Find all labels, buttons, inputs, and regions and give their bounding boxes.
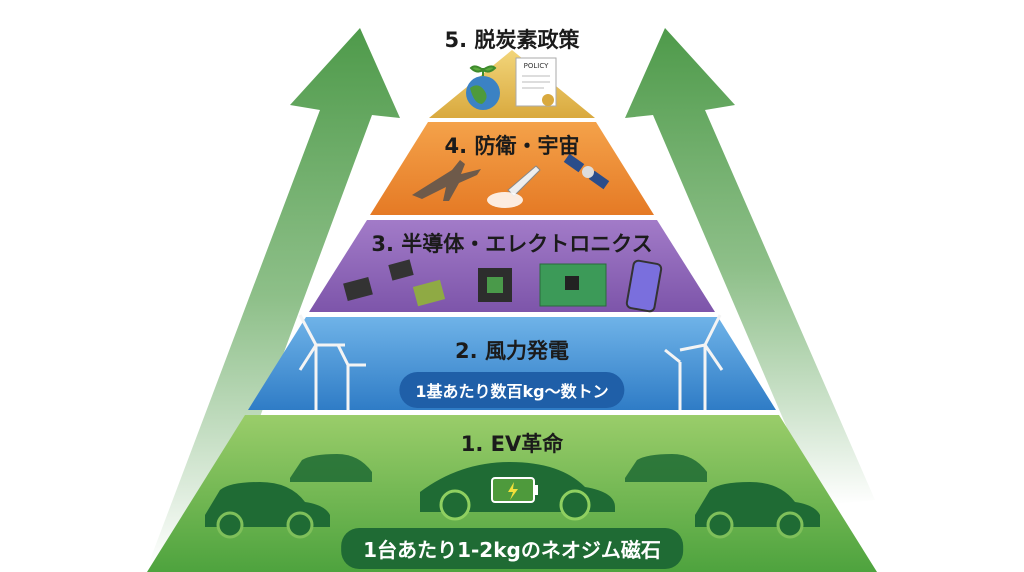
battery-icon <box>491 477 538 503</box>
tier-1-note: 1台あたり1-2kgのネオジム磁石 <box>341 528 683 569</box>
tier-2-note: 1基あたり数百kg〜数トン <box>399 372 625 408</box>
left-up-arrow <box>150 28 400 565</box>
wind-turbine-icon <box>298 314 724 410</box>
tier-2-title: 2. 風力発電 <box>455 339 569 363</box>
car-icon <box>205 454 820 539</box>
satellite-icon <box>563 153 610 190</box>
tier-5-title: 5. 脱炭素政策 <box>444 28 580 52</box>
smartphone-icon <box>625 259 663 313</box>
tier-4-title: 4. 防衛・宇宙 <box>444 134 580 158</box>
tier-1-title: 1. EV革命 <box>460 432 564 456</box>
tier-4-band <box>370 122 654 215</box>
tier-3-band <box>309 220 715 312</box>
chip-icon <box>343 276 373 302</box>
tier-3-title: 3. 半導体・エレクトロニクス <box>371 232 653 256</box>
tier-5-band <box>429 50 595 118</box>
fighter-jet-icon <box>412 160 481 201</box>
policy-doc-text: POLICY <box>524 62 549 70</box>
tier-2-band <box>248 317 776 410</box>
right-up-arrow <box>625 28 875 505</box>
